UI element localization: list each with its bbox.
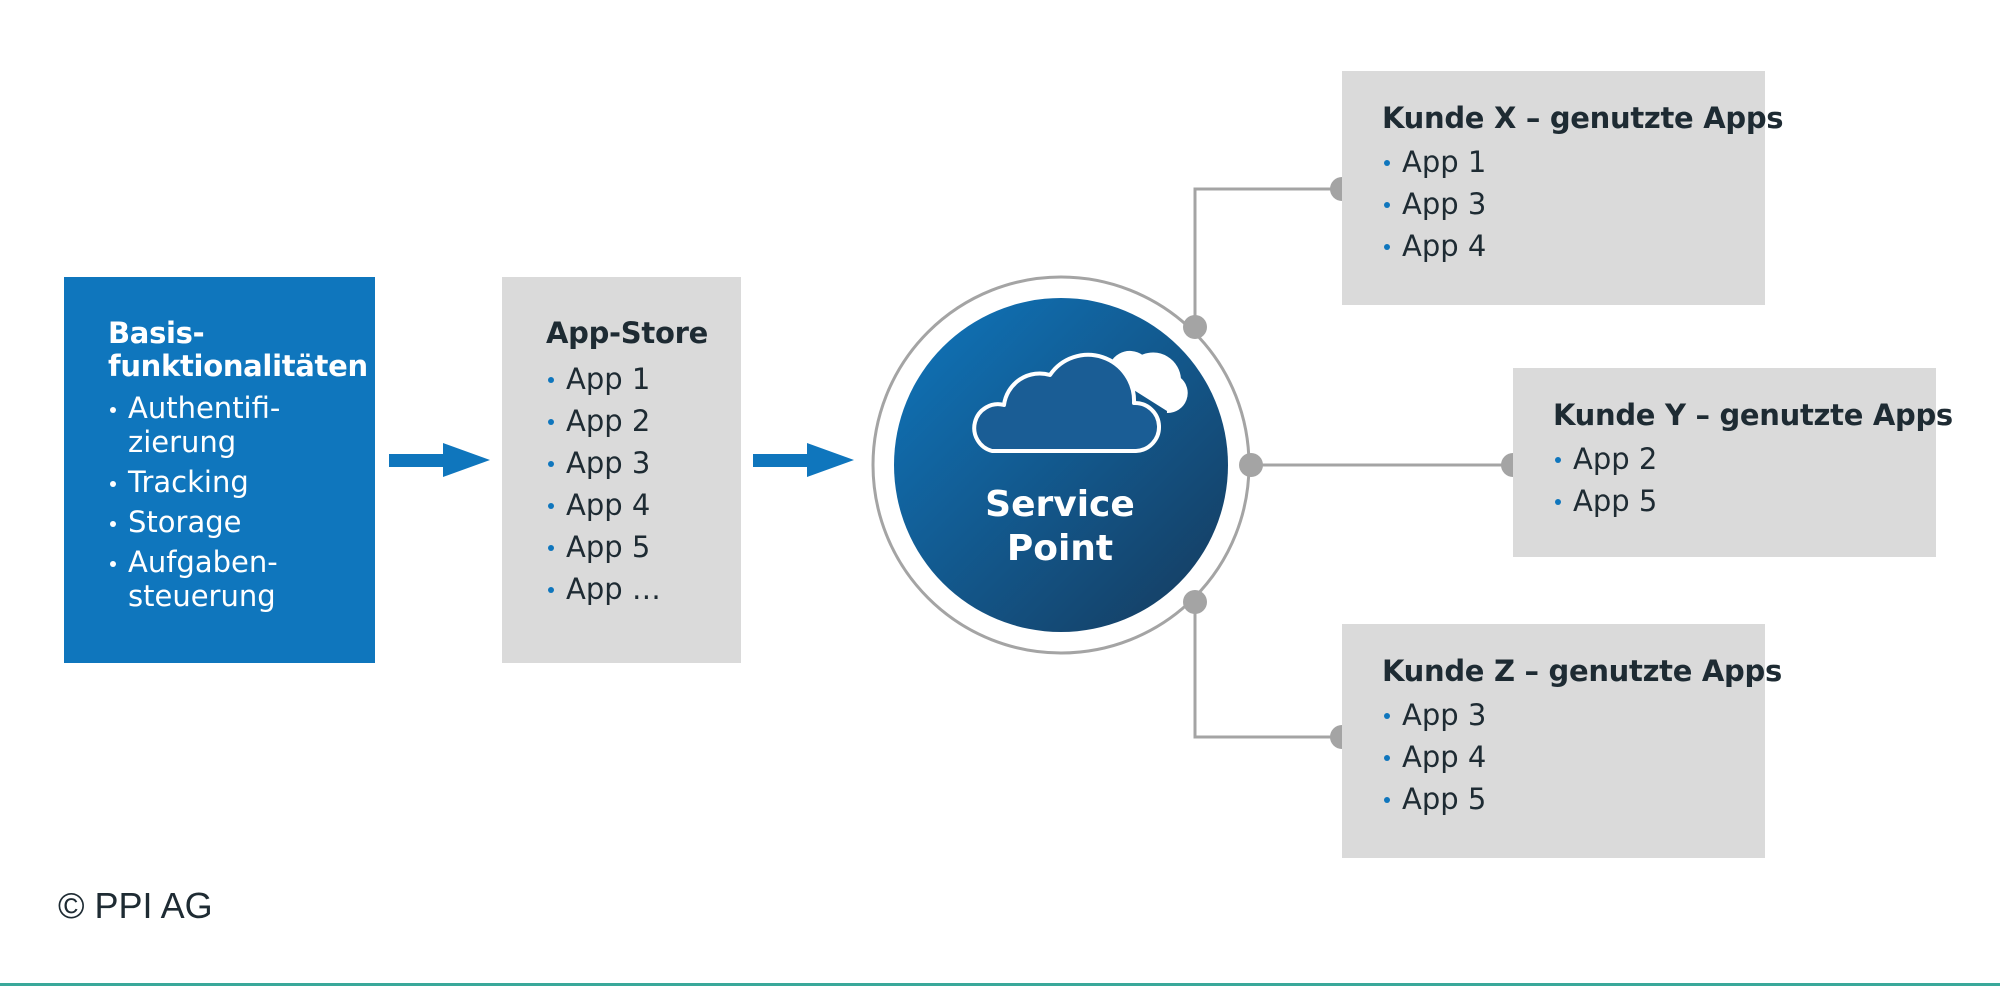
customer-y-list: App 2 App 5 bbox=[1553, 438, 1936, 522]
app-store-list: App 1 App 2 App 3 App 4 App 5 App … bbox=[546, 358, 741, 610]
connector-lines bbox=[1193, 187, 1513, 739]
arrow-store-to-service-point bbox=[753, 443, 854, 477]
list-item: App 4 bbox=[1382, 225, 1765, 267]
app-store-box: App-Store App 1 App 2 App 3 App 4 App 5 … bbox=[502, 277, 741, 663]
customer-x-title: Kunde X – genutzte Apps bbox=[1382, 101, 1784, 135]
customer-z-title: Kunde Z – genutzte Apps bbox=[1382, 654, 1782, 688]
copyright-notice: © PPI AG bbox=[58, 885, 213, 926]
list-item: App 4 bbox=[1382, 736, 1765, 778]
list-item: App 1 bbox=[546, 358, 741, 400]
customer-z-box: Kunde Z – genutzte Apps App 3 App 4 App … bbox=[1342, 624, 1782, 858]
list-item: App 3 bbox=[1382, 694, 1765, 736]
service-point-label: Service Point bbox=[945, 483, 1175, 571]
customer-z-list: App 3 App 4 App 5 bbox=[1382, 694, 1765, 820]
list-item: Storage bbox=[108, 505, 348, 539]
cloud-icon bbox=[972, 350, 1188, 453]
service-point-line2: Point bbox=[1006, 528, 1114, 569]
list-item: App 3 bbox=[546, 442, 741, 484]
list-item: App 5 bbox=[1382, 778, 1765, 820]
list-item: Authentifi- zierung bbox=[108, 391, 348, 459]
list-item: Tracking bbox=[108, 465, 348, 499]
customer-x-list: App 1 App 3 App 4 bbox=[1382, 141, 1765, 267]
list-item: App 2 bbox=[546, 400, 741, 442]
list-item: App 3 bbox=[1382, 183, 1765, 225]
list-item: App … bbox=[546, 568, 741, 610]
customer-y-box: Kunde Y – genutzte Apps App 2 App 5 bbox=[1513, 368, 1953, 557]
list-item: App 2 bbox=[1553, 438, 1936, 480]
list-item: App 5 bbox=[546, 526, 741, 568]
list-item: App 5 bbox=[1553, 480, 1936, 522]
basis-functions-box: Basis- funktionalitäten Authentifi- zier… bbox=[64, 277, 375, 663]
list-item: App 4 bbox=[546, 484, 741, 526]
app-store-title: App-Store bbox=[546, 316, 708, 350]
list-item: Aufgaben- steuerung bbox=[108, 545, 348, 613]
customer-x-box: Kunde X – genutzte Apps App 1 App 3 App … bbox=[1342, 71, 1784, 305]
arrow-basis-to-store bbox=[389, 443, 490, 477]
basis-list: Authentifi- zierung Tracking Storage Auf… bbox=[108, 391, 375, 613]
bottom-divider bbox=[0, 983, 2000, 986]
customer-y-title: Kunde Y – genutzte Apps bbox=[1553, 398, 1953, 432]
list-item: App 1 bbox=[1382, 141, 1765, 183]
basis-title: Basis- funktionalitäten bbox=[108, 316, 368, 383]
service-point-line1: Service bbox=[985, 484, 1135, 525]
